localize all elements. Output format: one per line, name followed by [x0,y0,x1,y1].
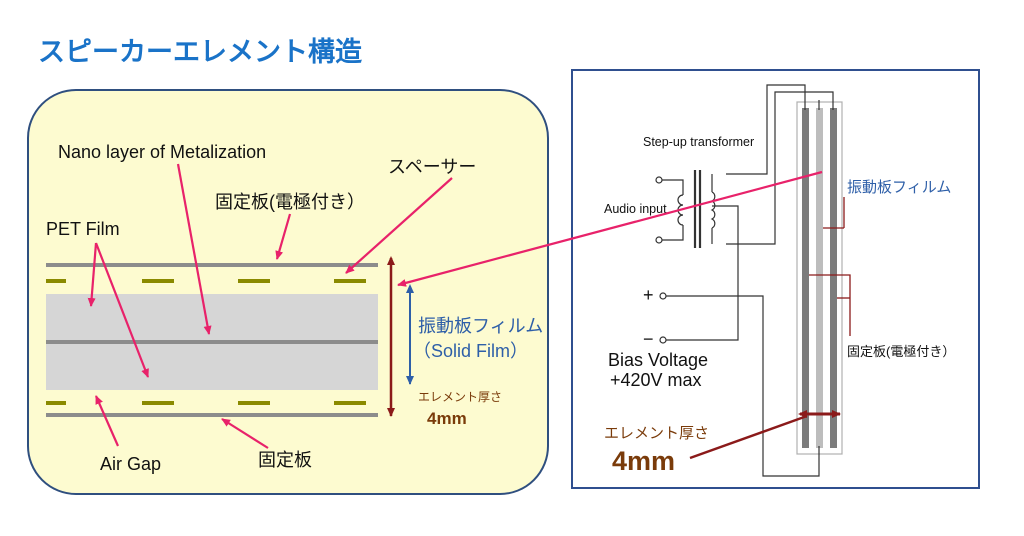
annotation-lines [809,197,851,336]
secondary-coil [710,191,716,229]
spacer [334,279,366,283]
top-spacers [46,279,366,283]
audio-wire-bottom [662,225,684,241]
spacer [46,279,66,283]
spacer-pointer [345,177,453,274]
bias-plus-label: + [643,285,654,305]
cross-reference-arrow [397,170,823,287]
nano-layer-label: Nano layer of Metalization [58,142,266,162]
bias-minus-terminal [659,336,667,344]
bias-voltage-label: Bias Voltage [608,350,708,370]
air-gap-pointer [94,395,120,447]
spacer-label: スペーサー [388,157,476,177]
fixed-plate-electrode-label: 固定板(電極付き） [215,192,365,212]
pet-film-lower [46,344,378,390]
step-up-transformer-label: Step-up transformer [643,135,754,149]
top-fixed-plate [46,263,378,267]
bottom-fixed-plate [46,413,378,417]
circuit-panel: Step-up transformer Audio input + − Bias… [571,69,980,489]
thickness-value-label: 4mm [427,409,467,428]
audio-input-label: Audio input [604,202,667,216]
spacer [238,401,270,405]
fixed-plate-annotation-line [809,274,851,336]
bottom-spacers [46,401,366,405]
bias-plus-terminal [659,292,667,300]
diaphragm-film [816,108,823,448]
spacer [238,279,270,283]
cross-section-panel: Nano layer of Metalization スペーサー 固定板(電極付… [27,89,549,495]
wire-bias-plus [666,295,820,477]
wire-right-plate [726,91,834,245]
audio-terminal-bottom [655,236,663,244]
element-thickness-label: エレメント厚さ [418,390,502,404]
pet-film-label: PET Film [46,219,120,239]
circuit-wiring [662,84,834,477]
fixed-plate-pointer [221,418,269,449]
thickness-leader-line [689,414,808,460]
fixed-plate-left [802,108,809,448]
solid-film-label: （Solid Film） [413,341,528,361]
pet-film-pointer-lower [94,242,150,378]
audio-wire-top [662,179,684,195]
wire-left-plate [726,84,806,175]
fixed-plate-label: 固定板 [258,450,312,470]
spacer [142,279,174,283]
page-title: スピーカーエレメント構造 [38,37,362,68]
spacer [46,401,66,405]
circuit-thickness-value-label: 4mm [612,446,675,476]
pet-film-pointer-upper [87,242,98,307]
metalization-layer [46,340,378,344]
audio-terminal-top [655,176,663,184]
fixed-plate-right [830,108,837,448]
transformer [655,170,716,344]
fixed-plate-electrode-pointer [275,213,292,260]
spacer [142,401,174,405]
cross-section-background [27,89,549,495]
diaphragm-film-label: 振動板フィルム [418,316,543,336]
wire-bias-minus [666,205,739,341]
bias-value-label: +420V max [610,370,702,390]
pet-film-upper [46,294,378,340]
spacer [334,401,366,405]
circuit-fixed-plate-label: 固定板(電極付き） [847,344,955,359]
nano-layer-pointer [176,163,212,335]
circuit-element-thickness-label: エレメント厚さ [604,425,709,442]
bias-minus-label: − [643,329,654,349]
pointer-arrows [87,163,453,449]
air-gap-label: Air Gap [100,454,161,474]
circuit-diaphragm-label: 振動板フィルム [847,178,951,196]
